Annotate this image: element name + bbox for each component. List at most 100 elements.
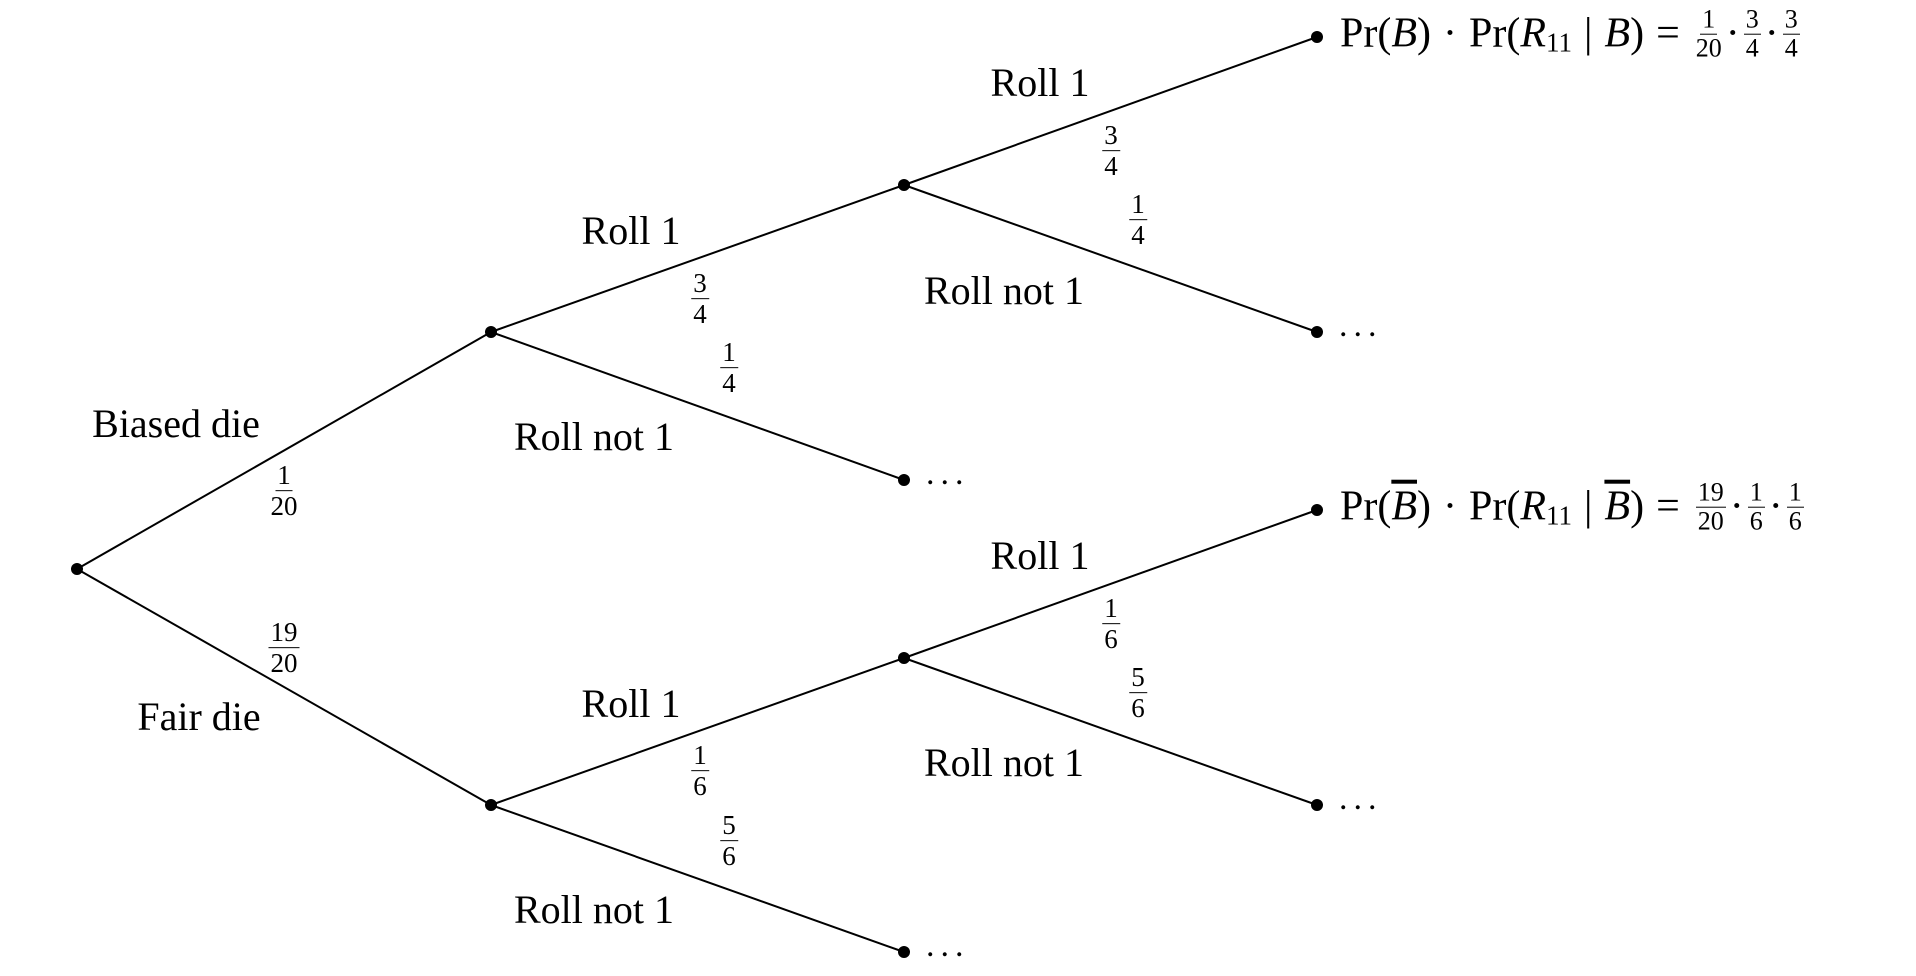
factor-num: 1 xyxy=(1747,477,1765,508)
formula-event: R xyxy=(1520,11,1546,57)
prob-num: 1 xyxy=(1102,593,1120,625)
prob-roll-not-1: 1 4 xyxy=(720,338,738,398)
prob-biased-die: 1 20 xyxy=(271,461,298,521)
tree-node xyxy=(898,946,910,958)
prob-num: 3 xyxy=(691,268,709,300)
factor-den: 4 xyxy=(1745,34,1759,63)
formula-text: ) xyxy=(1417,484,1431,530)
edge-roll-1 xyxy=(903,509,1318,659)
formula-text: Pr( xyxy=(1340,484,1392,530)
formula-operator: = xyxy=(1656,484,1680,530)
branch-label-roll-not-1: Roll not 1 xyxy=(923,268,1085,313)
tree-node xyxy=(1311,31,1323,43)
branch-label-roll-not-1: Roll not 1 xyxy=(513,887,675,932)
formula-subscript: 11 xyxy=(1546,500,1572,531)
branch-label-roll-not-1: Roll not 1 xyxy=(513,414,675,459)
formula-event-complement: B xyxy=(1604,484,1631,530)
edge-fair-die xyxy=(76,568,492,806)
ellipsis: ... xyxy=(926,927,970,964)
factor-num: 1 xyxy=(1700,4,1718,35)
factor-den: 20 xyxy=(1697,507,1724,536)
prob-num: 5 xyxy=(720,810,738,842)
ellipsis: ... xyxy=(926,455,970,492)
tree-node xyxy=(1311,326,1323,338)
prob-num: 1 xyxy=(275,460,293,492)
formula-operator: · xyxy=(1443,484,1457,530)
prob-den: 4 xyxy=(1104,151,1118,182)
formula-text: ) xyxy=(1630,11,1645,57)
prob-den: 20 xyxy=(270,491,298,522)
prob-den: 4 xyxy=(693,299,707,330)
branch-label-fair-die: Fair die xyxy=(137,694,261,739)
prob-roll-not-1: 5 6 xyxy=(720,811,738,871)
formula-event: B xyxy=(1391,11,1417,57)
edge-roll-1 xyxy=(903,36,1318,186)
edge-roll-not-1 xyxy=(903,657,1318,806)
formula-event-complement: B xyxy=(1391,484,1417,530)
prob-fair-die: 19 20 xyxy=(268,617,300,679)
factor-num: 19 xyxy=(1695,477,1726,508)
prob-roll-1: 3 4 xyxy=(1102,121,1120,181)
ellipsis: ... xyxy=(1339,780,1383,817)
edge-roll-1 xyxy=(490,657,905,806)
factor-den: 20 xyxy=(1695,34,1722,63)
formula-subscript: 11 xyxy=(1546,27,1572,58)
branch-label-biased-die: Biased die xyxy=(92,401,260,446)
formula-operator: · xyxy=(1768,484,1783,530)
factor-den: 4 xyxy=(1784,34,1798,63)
formula-text: Pr( xyxy=(1469,11,1521,57)
edge-roll-not-1 xyxy=(490,804,905,953)
factor-num: 3 xyxy=(1743,4,1761,35)
prob-num: 19 xyxy=(268,617,300,649)
formula-operator: · xyxy=(1725,11,1740,57)
branch-label-roll-1: Roll 1 xyxy=(581,208,681,253)
prob-num: 1 xyxy=(691,740,709,772)
prob-roll-not-1: 1 4 xyxy=(1129,190,1147,250)
branch-label-roll-1: Roll 1 xyxy=(990,60,1090,105)
prob-roll-not-1: 5 6 xyxy=(1129,663,1147,723)
edge-roll-not-1 xyxy=(490,331,905,481)
formula-event: B xyxy=(1604,11,1631,57)
branch-label-roll-1: Roll 1 xyxy=(990,533,1090,578)
formula-operator: = xyxy=(1656,11,1680,57)
tree-node xyxy=(898,179,910,191)
prob-den: 4 xyxy=(722,368,736,399)
formula-operator: · xyxy=(1764,11,1779,57)
factor-num: 3 xyxy=(1782,4,1800,35)
prob-num: 1 xyxy=(720,337,738,369)
prob-den: 6 xyxy=(1104,624,1118,655)
factor-den: 6 xyxy=(1788,507,1802,536)
factor-den: 6 xyxy=(1749,507,1763,536)
prob-roll-1: 1 6 xyxy=(691,741,709,801)
tree-node xyxy=(898,474,910,486)
edge-roll-not-1 xyxy=(903,184,1318,333)
formula-operator: | xyxy=(1584,11,1593,57)
branch-label-roll-not-1: Roll not 1 xyxy=(923,740,1085,785)
prob-den: 6 xyxy=(1131,693,1145,724)
prob-num: 3 xyxy=(1102,120,1120,152)
prob-num: 5 xyxy=(1129,662,1147,694)
tree-node xyxy=(1311,799,1323,811)
prob-den: 20 xyxy=(270,648,298,679)
formula-operator: · xyxy=(1729,484,1744,530)
formula-operator: | xyxy=(1584,484,1593,530)
prob-num: 1 xyxy=(1129,189,1147,221)
formula-text: ) xyxy=(1417,11,1431,57)
tree-node xyxy=(898,652,910,664)
factor-num: 1 xyxy=(1786,477,1804,508)
formula-text: ) xyxy=(1630,484,1645,530)
formula-text: Pr( xyxy=(1469,484,1521,530)
branch-label-roll-1: Roll 1 xyxy=(581,681,681,726)
edge-biased-die xyxy=(76,331,492,570)
tree-node xyxy=(1311,504,1323,516)
formula-operator: · xyxy=(1443,11,1457,57)
